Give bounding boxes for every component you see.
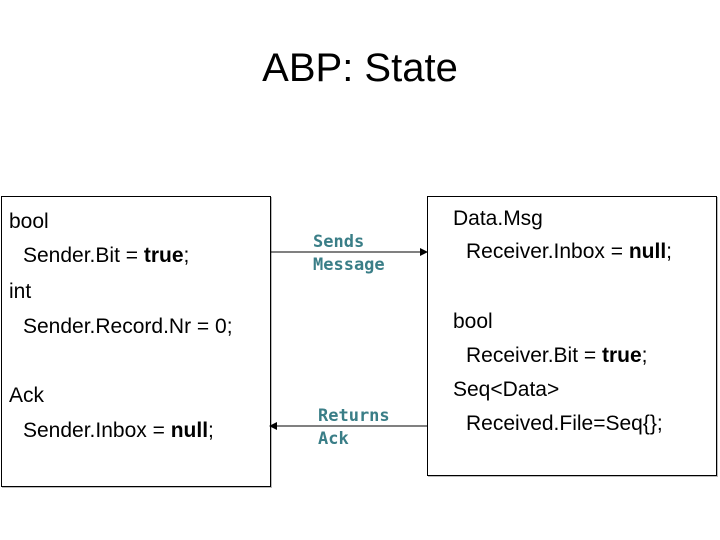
- receiver-bit-line: Receiver.Bit = true;: [466, 343, 648, 369]
- receiver-state-box: Data.Msg Receiver.Inbox = null; bool Rec…: [427, 196, 717, 476]
- sender-inbox-value: null: [170, 419, 209, 442]
- sender-int-type: int: [9, 280, 32, 303]
- receiver-inbox-prefix: Receiver.Inbox =: [466, 240, 629, 263]
- sender-ack-type: Ack: [9, 384, 45, 407]
- sender-bit-suffix: ;: [183, 244, 190, 267]
- receiver-bit-prefix: Receiver.Bit =: [466, 344, 602, 367]
- sender-record-line: Sender.Record.Nr = 0;: [23, 315, 233, 338]
- receiver-inbox-suffix: ;: [666, 240, 673, 263]
- page-title: ABP: State: [262, 46, 458, 90]
- sender-inbox-prefix: Sender.Inbox =: [23, 419, 171, 442]
- receiver-datamsg-type: Data.Msg: [453, 207, 543, 230]
- receiver-bool-type: bool: [453, 310, 493, 333]
- receiver-seq-type: Seq<Data>: [453, 378, 560, 401]
- sender-bool-type: bool: [9, 210, 49, 233]
- receiver-inbox-value: null: [628, 240, 667, 263]
- sender-state-box: bool Sender.Bit = true; int Sender.Recor…: [1, 196, 271, 487]
- receiver-bit-value: true: [601, 344, 642, 367]
- receiver-inbox-line: Receiver.Inbox = null;: [466, 239, 672, 265]
- sender-inbox-suffix: ;: [208, 419, 214, 442]
- sender-bit-value: true: [143, 244, 184, 267]
- receiver-bit-suffix: ;: [641, 344, 648, 367]
- receiver-file-line: Received.File=Seq{};: [466, 412, 663, 435]
- sends-message-label: Sends Message: [313, 232, 385, 275]
- sender-bit-line: Sender.Bit = true;: [23, 243, 189, 269]
- sender-inbox-line: Sender.Inbox = null;: [23, 418, 214, 444]
- sender-bit-prefix: Sender.Bit =: [23, 244, 144, 267]
- returns-ack-label: Returns Ack: [318, 406, 390, 449]
